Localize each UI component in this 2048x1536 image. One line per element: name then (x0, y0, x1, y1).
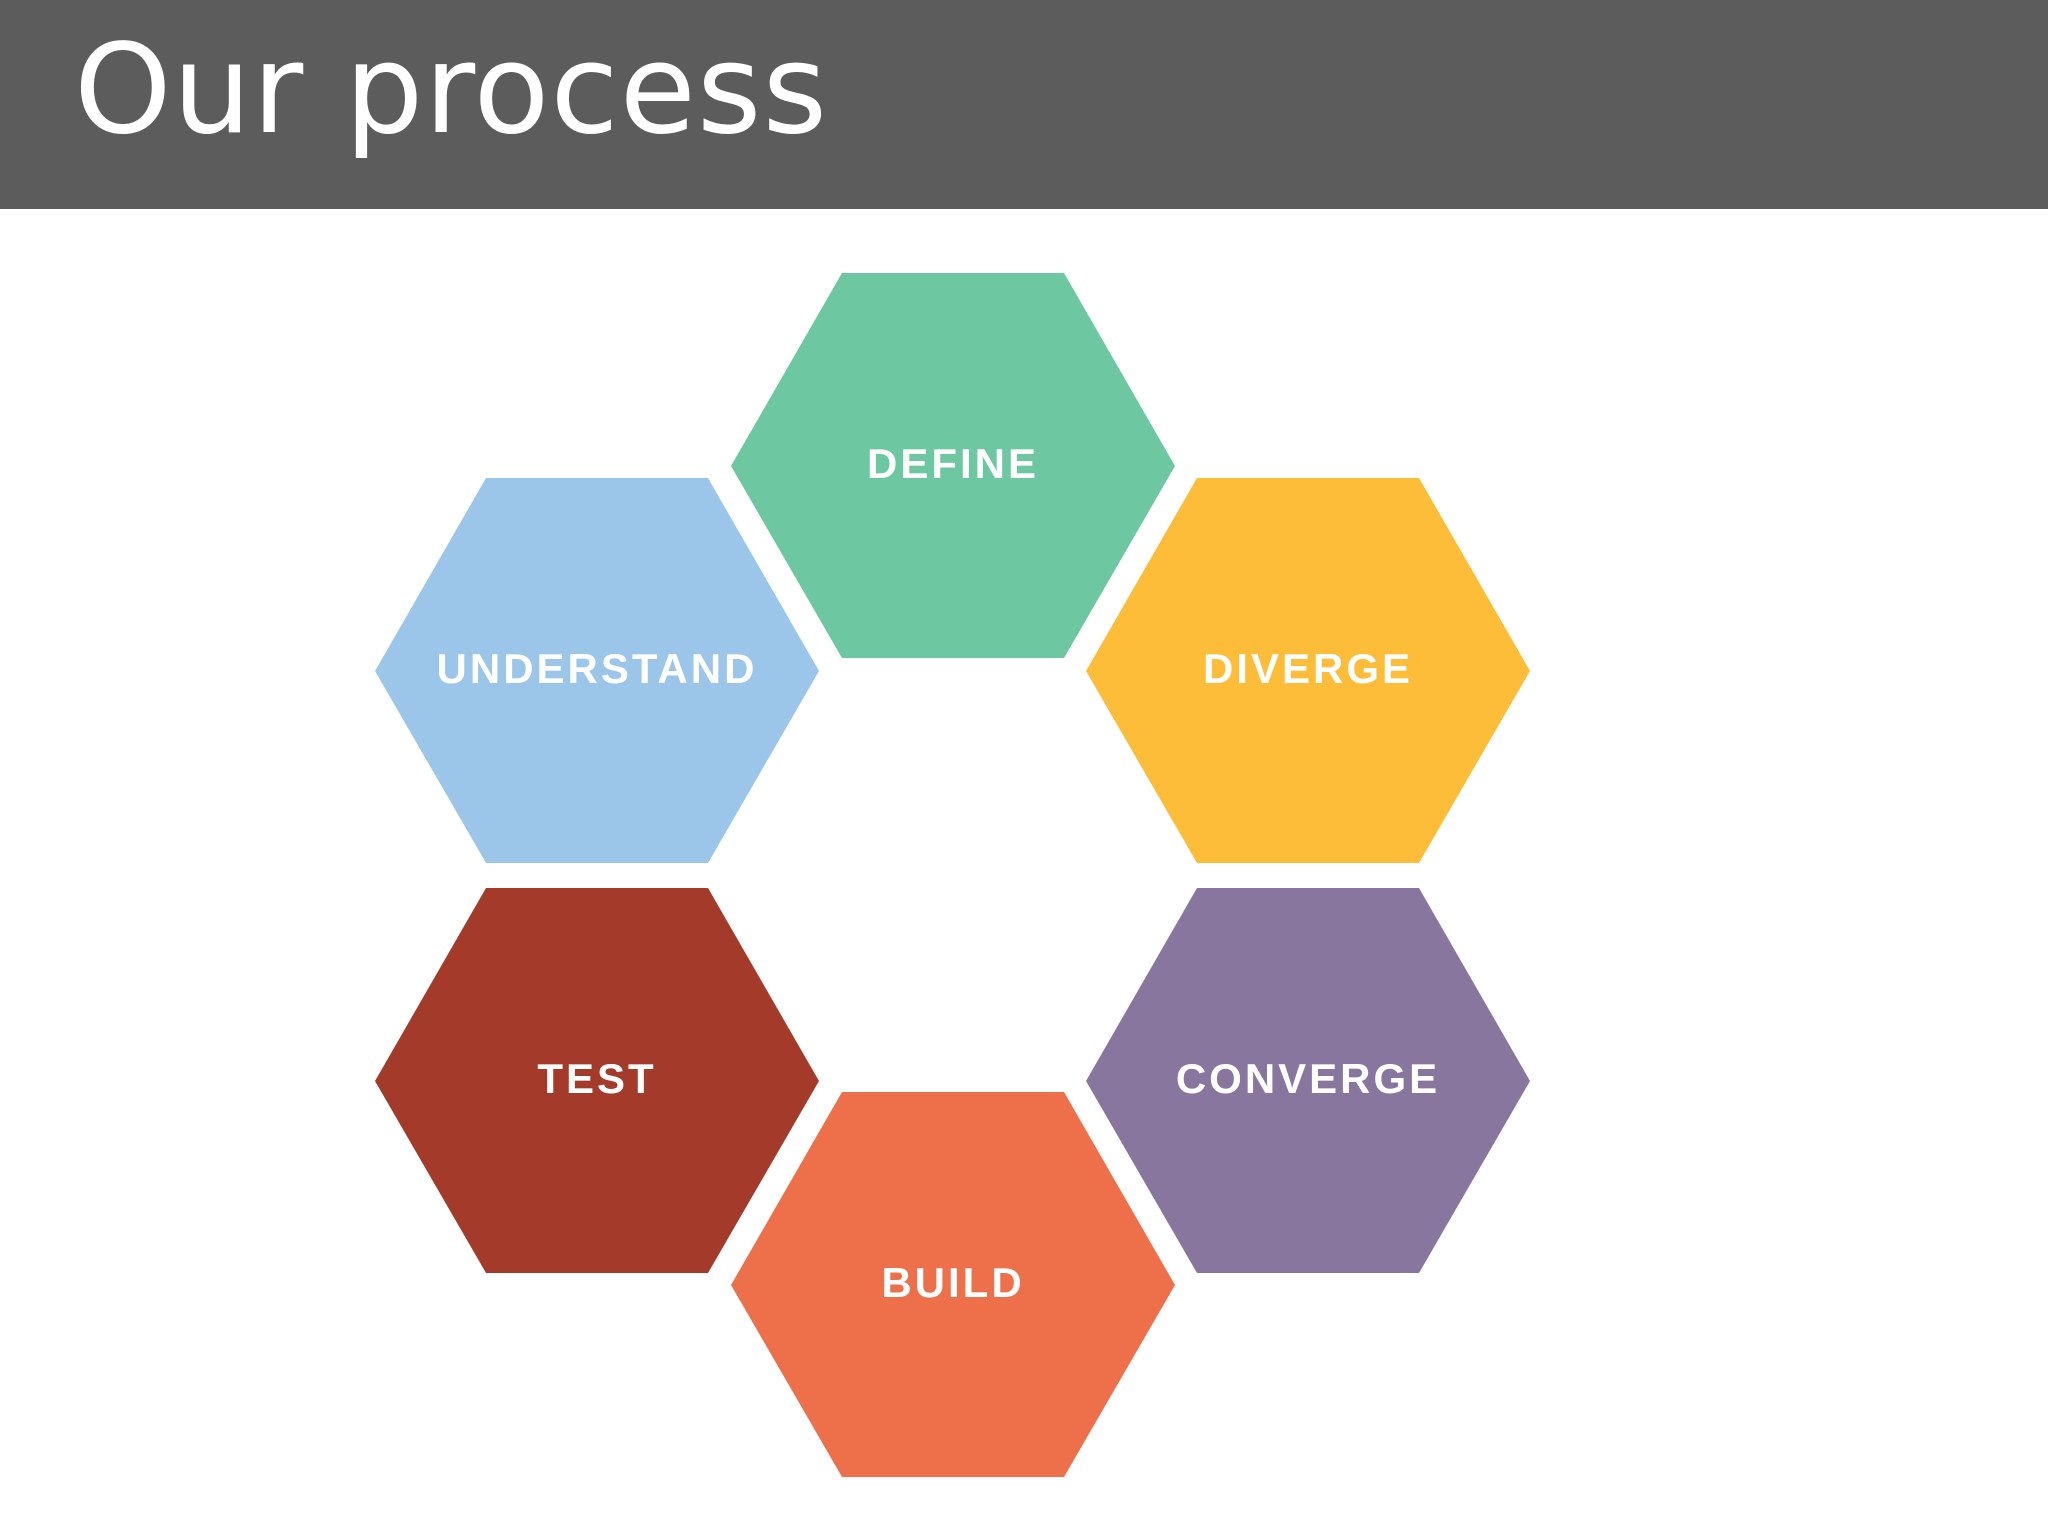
hex-diverge-label: DIVERGE (1203, 645, 1413, 692)
hex-diverge: DIVERGE (1086, 478, 1530, 863)
hex-understand-shape (375, 478, 819, 863)
hex-converge-shape (1086, 888, 1530, 1273)
hex-test-label: TEST (537, 1055, 656, 1102)
hex-test-shape (375, 888, 819, 1273)
hex-converge: CONVERGE (1086, 888, 1530, 1273)
hex-define-shape (731, 273, 1175, 658)
hex-define: DEFINE (731, 273, 1175, 658)
hex-build-shape (731, 1092, 1175, 1477)
hex-understand-label: UNDERSTAND (437, 645, 758, 692)
hex-build-label: BUILD (881, 1259, 1024, 1306)
hex-diverge-shape (1086, 478, 1530, 863)
hex-define-label: DEFINE (867, 440, 1039, 487)
slide-title: Our process (74, 18, 829, 162)
hex-understand: UNDERSTAND (375, 478, 819, 863)
hex-test: TEST (375, 888, 819, 1273)
title-bar: Our process (0, 0, 2048, 209)
hex-converge-label: CONVERGE (1176, 1055, 1440, 1102)
hex-build: BUILD (731, 1092, 1175, 1477)
